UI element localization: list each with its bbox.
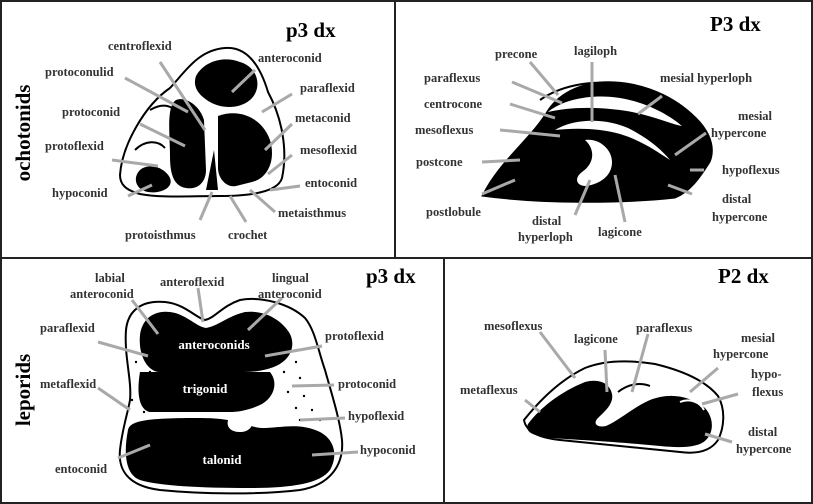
group-label-leporids: leporids	[11, 354, 35, 426]
label-paraflexus: paraflexus	[636, 321, 692, 335]
label-hypercone: hypercone	[713, 347, 769, 361]
label-protoconid: protoconid	[62, 105, 120, 119]
label-mesial: mesial	[741, 331, 776, 345]
panel-title: P3 dx	[710, 12, 761, 36]
label-lagiloph: lagiloph	[574, 44, 617, 58]
label-distal: distal	[748, 425, 778, 439]
label-protoflexid: protoflexid	[45, 139, 104, 153]
panel-leporid-p3: p3 dx anteroconids trigonid talonid	[40, 264, 416, 495]
label-hypercone: hypercone	[712, 210, 768, 224]
label-entoconid: entoconid	[55, 462, 107, 476]
label-mesoflexus: mesoflexus	[415, 123, 473, 137]
region-anteroconids: anteroconids	[178, 337, 249, 352]
label-postlobule: postlobule	[426, 205, 481, 219]
label-paraflexus: paraflexus	[424, 71, 480, 85]
leader-lines	[97, 287, 359, 460]
label-paraflexid: paraflexid	[300, 81, 355, 95]
panel-title: p3 dx	[366, 264, 416, 288]
label-distal: distal	[722, 192, 752, 206]
label-entoconid: entoconid	[305, 176, 357, 190]
label-metaflexus: metaflexus	[460, 383, 518, 397]
label-protoflexid: protoflexid	[325, 329, 384, 343]
labels: centroflexid anteroconid protoconulid pa…	[45, 39, 357, 242]
label-labial: labial	[95, 271, 125, 285]
labels: precone lagiloph paraflexus mesial hyper…	[415, 44, 780, 244]
region-talonid: talonid	[202, 452, 242, 467]
label-hypoconid: hypoconid	[360, 443, 416, 457]
label-metaconid: metaconid	[295, 111, 351, 125]
leader-lines	[481, 61, 707, 223]
label-metaisthmus: metaisthmus	[278, 206, 346, 220]
label-paraflexid: paraflexid	[40, 321, 95, 335]
label-mesoflexus: mesoflexus	[484, 319, 542, 333]
label-anteroconid: anteroconid	[258, 51, 322, 65]
region-trigonid: trigonid	[183, 381, 229, 396]
panel-title: p3 dx	[286, 18, 336, 42]
label-centroflexid: centroflexid	[108, 39, 172, 53]
leader-lines	[111, 61, 301, 223]
tooth-drawing	[522, 360, 725, 454]
label-precone: precone	[495, 47, 538, 61]
panel-ochotonid-P3: P3 dx precone lagiloph paraf	[415, 12, 780, 244]
label-lingual: lingual	[272, 271, 309, 285]
leader-lines	[524, 331, 739, 444]
label-hypercone: hypercone	[736, 442, 792, 456]
tooth-drawing	[118, 46, 286, 198]
panel-leporid-P2: P2 dx mesoflexus paraflexus lagicone mes…	[460, 264, 792, 456]
labels: labial anteroconid anteroflexid lingual …	[40, 271, 416, 476]
label-anteroconid: anteroconid	[70, 287, 134, 301]
label-mesial-hyperloph: mesial hyperloph	[660, 71, 752, 85]
tooth-drawing	[118, 298, 344, 495]
label-protoisthmus: protoisthmus	[125, 228, 196, 242]
group-label-ochotonids: ochotonids	[11, 85, 35, 182]
label-hypercone: hypercone	[711, 126, 767, 140]
label-distal: distal	[532, 214, 562, 228]
label-centrocone: centrocone	[424, 97, 483, 111]
label-flexus: flexus	[752, 385, 783, 399]
panel-ochotonid-p3: p3 dx centroflexid	[45, 18, 357, 242]
label-anteroconid: anteroconid	[258, 287, 322, 301]
label-postcone: postcone	[416, 155, 463, 169]
label-lagicone: lagicone	[574, 332, 618, 346]
label-hypoflexid: hypoflexid	[348, 409, 404, 423]
label-hyperloph: hyperloph	[518, 230, 573, 244]
label-lagicone: lagicone	[598, 225, 642, 239]
label-hypoflexus: hypoflexus	[722, 163, 780, 177]
labels: mesoflexus paraflexus lagicone mesial hy…	[460, 319, 792, 456]
label-crochet: crochet	[228, 228, 268, 242]
label-protoconid: protoconid	[338, 377, 396, 391]
label-hypo: hypo-	[751, 367, 782, 381]
label-hypoconid: hypoconid	[52, 186, 108, 200]
label-protoconulid: protoconulid	[45, 65, 114, 79]
label-metaflexid: metaflexid	[40, 377, 96, 391]
tooth-drawing	[481, 81, 713, 203]
label-anteroflexid: anteroflexid	[160, 275, 224, 289]
label-mesoflexid: mesoflexid	[300, 143, 357, 157]
panel-title: P2 dx	[718, 264, 769, 288]
label-mesial: mesial	[738, 109, 773, 123]
